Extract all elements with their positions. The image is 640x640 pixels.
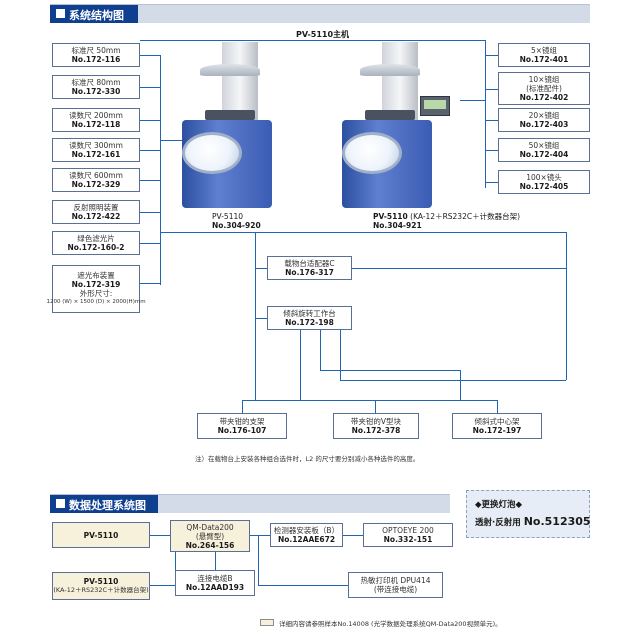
accessory-box-left: 读数尺 200mm No.172-118: [52, 108, 140, 132]
pv5110-counter-box: PV-5110 (KA-12＋RS232C＋计数器台架): [52, 572, 150, 600]
fixture-box: 带夹钳的V型块 No.172-378: [333, 413, 419, 439]
projection-screen: [342, 132, 402, 174]
projection-screen: [182, 132, 242, 174]
section-title: 系统结构图: [69, 9, 124, 22]
mount-plate-box: 检测器安装板（B） No.12AAE672: [270, 523, 343, 547]
fixture-box: 带夹钳的支架 No.176-107: [197, 413, 287, 439]
accessory-box-left: 标准尺 80mm No.172-330: [52, 75, 140, 99]
accessory-box-left: 读数尺 600mm No.172-329: [52, 168, 140, 192]
accessory-box-left: 标准尺 50mm No.172-116: [52, 43, 140, 67]
rotary-table-box: 倾斜旋转工作台 No.172-198: [267, 306, 352, 330]
lens-box-right: 100×镜头 No.172-405: [498, 170, 590, 194]
cable-box: 连接电缆B No.12AAD193: [175, 570, 255, 596]
lens-box-right: 50×镜组 No.172-404: [498, 138, 590, 162]
connector-line: [161, 232, 566, 233]
lamp-replacement-box: ◆更换灯泡◆ 透射·反射用 No.512305: [466, 490, 591, 538]
square-icon: [56, 9, 65, 18]
optoeye-box: OPTOEYE 200 No.332-151: [363, 523, 453, 547]
section-header-system: 系统结构图: [50, 4, 590, 23]
fixture-box: 倾斜式中心架 No.172-197: [452, 413, 542, 439]
stage-adapter-box: 载物台适配器C No.176-317: [267, 256, 352, 280]
machine2-label: PV-5110 (KA-12＋RS232C＋计数器台架) No.304-921: [373, 212, 521, 230]
connector-line: [160, 55, 161, 285]
lens-box-right: 5×镜组 No.172-401: [498, 43, 590, 67]
counter-display: [420, 96, 450, 116]
footnote-text: 详细内容请参照样本No.14008 (光学数据处理系统QM-Data200视频单…: [279, 620, 502, 628]
shade-cloth-box: 遮光布装置 No.172-319 外形尺寸: 1200 (W) × 1500 (…: [46, 265, 146, 313]
note-text: 注）在载物台上安装各种组合选件时，L2 的尺寸要分别减小各种选件的高度。: [195, 455, 420, 463]
accessory-box-left: 反射照明装置 No.172-422: [52, 200, 140, 224]
qm-data-box: QM-Data200 (悬臂型) No.264-156: [170, 520, 250, 552]
lens-box-right: 20×镜组 No.172-403: [498, 108, 590, 132]
connector-line: [140, 40, 485, 41]
accessory-box-left: 绿色滤光片 No.172-160-2: [52, 231, 140, 255]
square-icon: [56, 499, 65, 508]
lens-box-right: 10×镜组 (标准配件) No.172-402: [498, 72, 590, 105]
pv5110-box: PV-5110: [52, 522, 150, 548]
machine1-label: PV-5110 No.304-920: [212, 212, 261, 230]
main-unit-label: PV-5110主机: [296, 30, 350, 39]
projector-image-1: [180, 40, 280, 210]
section-header-data: 数据处理系统图: [50, 494, 450, 513]
accessory-box-left: 读数尺 300mm No.172-161: [52, 138, 140, 162]
section-title: 数据处理系统图: [69, 499, 146, 512]
legend-swatch: [260, 619, 274, 626]
projector-image-2: [340, 40, 460, 210]
printer-box: 热敏打印机 DPU414 (带连接电缆): [348, 572, 443, 598]
